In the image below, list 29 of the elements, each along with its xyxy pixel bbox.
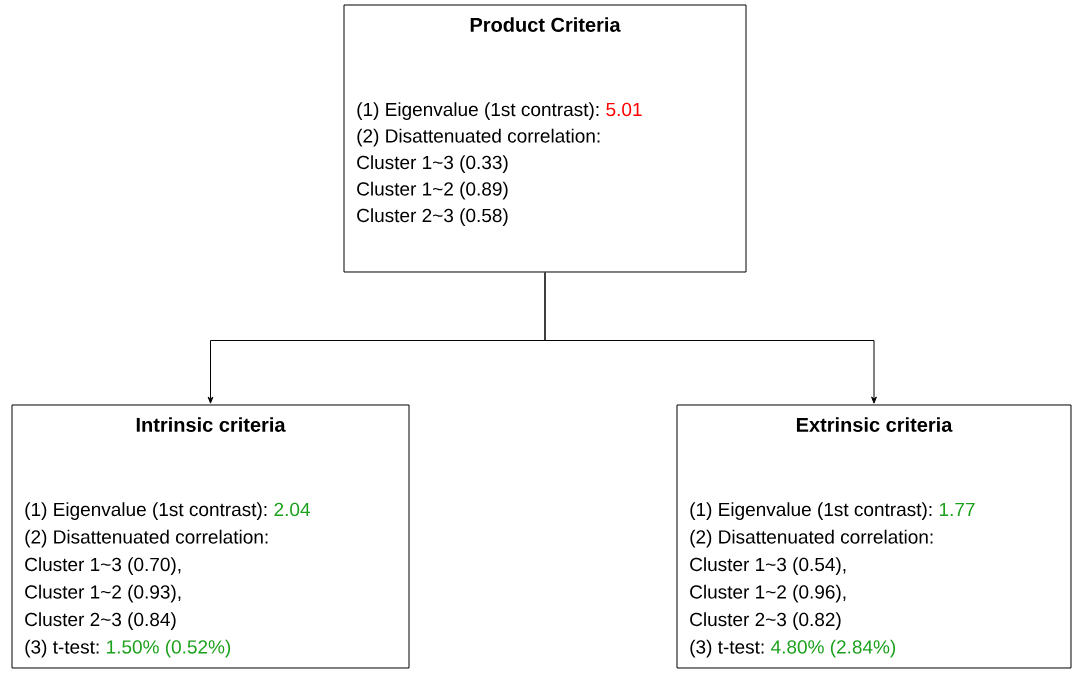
box-heading: Product Criteria (470, 17, 621, 32)
body-text: (2) Disattenuated correlation: (690, 529, 933, 548)
box-heading: Extrinsic criteria (796, 417, 953, 432)
body-text: (3) t-test: (690, 639, 764, 658)
criteria-box (343, 4, 747, 273)
criteria-box (11, 404, 410, 669)
body-text: Cluster 1~2 (0.93), (25, 584, 181, 603)
body-text: Cluster 2~3 (0.58) (357, 208, 508, 226)
body-text: (2) Disattenuated correlation: (25, 529, 268, 548)
value-text: 1.50% (0.52%) (107, 639, 231, 658)
body-text: Cluster 2~3 (0.84) (25, 612, 176, 630)
body-text: (1) Eigenvalue (1st contrast): (25, 502, 267, 520)
body-text: (1) Eigenvalue (1st contrast): (690, 502, 932, 520)
box-heading: Intrinsic criteria (136, 417, 286, 432)
body-text: Cluster 1~3 (0.33) (357, 155, 508, 173)
body-text: Cluster 1~3 (0.70), (25, 557, 181, 575)
value-text: 4.80% (2.84%) (771, 639, 896, 658)
body-text: (2) Disattenuated correlation: (357, 128, 600, 147)
body-text: (1) Eigenvalue (1st contrast): (357, 102, 599, 120)
value-text: 5.01 (606, 102, 642, 117)
value-text: 2.04 (274, 502, 310, 517)
body-text: Cluster 1~2 (0.89) (357, 181, 508, 200)
arrow (544, 272, 877, 404)
body-text: Cluster 1~2 (0.96), (690, 584, 846, 603)
value-text: 1.77 (940, 502, 975, 516)
body-text: Cluster 1~3 (0.54), (690, 557, 846, 575)
body-text: Cluster 2~3 (0.82) (690, 612, 841, 630)
criteria-box (676, 404, 1072, 669)
body-text: (3) t-test: (25, 639, 99, 658)
